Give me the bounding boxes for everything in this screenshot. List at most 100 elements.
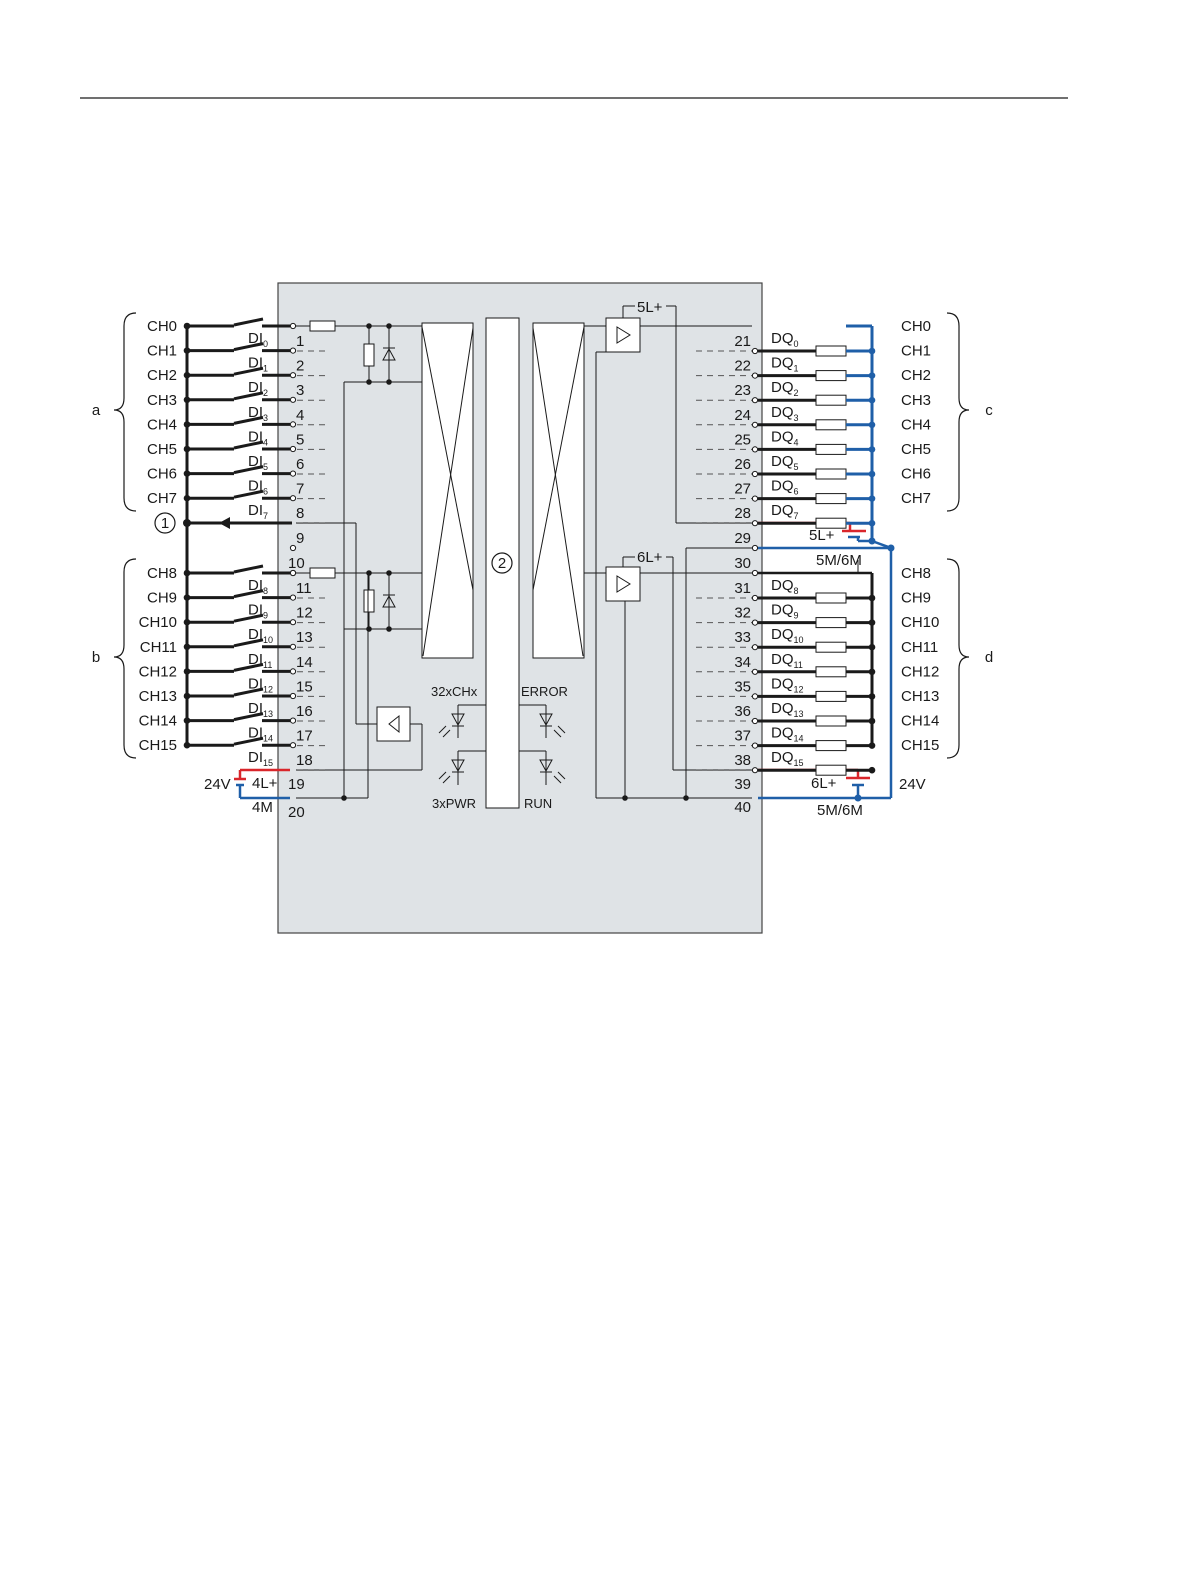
led-ch-label: 32xCHx (431, 684, 478, 699)
input-channel-label: CH7 (147, 490, 177, 507)
input-terminal (289, 717, 297, 724)
input-channel-label: CH3 (147, 392, 177, 409)
output-dq-label: DQ12 (771, 675, 804, 694)
group-label-a: a (92, 402, 101, 419)
output-channel-label: CH5 (901, 441, 931, 458)
output-terminal (751, 644, 759, 651)
output-terminal (751, 372, 759, 379)
input-channel-label: CH5 (147, 441, 177, 458)
input-channel-label: CH0 (147, 318, 177, 335)
l6-top-label: 6L+ (637, 549, 663, 566)
group-label-b: b (92, 649, 100, 666)
input-channel-label: CH14 (139, 713, 177, 730)
input-di-label: DI5 (248, 453, 268, 472)
input-terminal (289, 347, 297, 354)
output-terminal (751, 470, 759, 478)
pin-10: 10 (288, 555, 305, 572)
input-channel-label: CH13 (139, 688, 177, 705)
output-mux-block (532, 322, 585, 659)
input-switch (233, 687, 264, 697)
output-load-resistor (815, 764, 847, 776)
input-channel-label: CH9 (147, 590, 177, 607)
output-terminal (751, 397, 759, 404)
input-di-label: DI6 (248, 478, 268, 497)
output-pin-number: 27 (734, 481, 751, 498)
marker-2 (491, 552, 513, 574)
input-terminal (289, 396, 297, 403)
output-channel-label: CH10 (901, 614, 939, 631)
output-pin-number: 37 (734, 728, 751, 745)
output-channel-label: CH12 (901, 663, 939, 680)
output-load-resistor (815, 592, 847, 604)
output-node (868, 396, 876, 404)
output-channel-label: CH6 (901, 466, 931, 483)
input-switch (233, 415, 264, 425)
output-load-resistor (815, 370, 847, 382)
input-terminal (289, 668, 297, 675)
output-node (868, 693, 876, 700)
output-channel-label: CH14 (901, 713, 939, 730)
input-pin-number: 6 (296, 456, 304, 473)
input-switch (233, 440, 264, 450)
output-dq-label: DQ10 (771, 626, 804, 645)
input-channel-label: CH4 (147, 416, 177, 433)
output-terminal (751, 742, 759, 749)
output-pin-number: 28 (734, 505, 751, 522)
pin-30: 30 (734, 555, 751, 572)
right-24v-label: 24V (899, 776, 926, 793)
output-node (868, 717, 876, 725)
input-di-label: DI2 (248, 379, 268, 398)
output-load-resistor (815, 740, 847, 752)
output-node (868, 470, 876, 478)
input-switch (233, 736, 264, 746)
output-dq-label: DQ0 (771, 330, 799, 349)
input-pin-number: 3 (296, 382, 304, 399)
led-run-icon (539, 759, 566, 784)
output-terminal (751, 520, 759, 527)
output-load-resistor (815, 617, 847, 629)
output-channel-label: CH3 (901, 392, 931, 409)
input-di-label: DI1 (248, 355, 268, 374)
output-pin-number: 32 (734, 605, 751, 622)
output-terminal (751, 495, 759, 502)
input-terminal (289, 372, 297, 379)
pin-39: 39 (734, 776, 751, 793)
output-node (868, 372, 876, 379)
output-pin-number: 31 (734, 580, 751, 597)
input-pin-number: 7 (296, 481, 304, 498)
marker-2-label: 2 (498, 555, 506, 572)
input-terminal (289, 742, 297, 749)
output-node (868, 668, 876, 676)
input-terminal (289, 569, 297, 577)
output-dq-label: DQ5 (771, 453, 799, 472)
output-load-resistor (815, 715, 847, 727)
output-pin-number: 23 (734, 382, 751, 399)
pin-20: 20 (288, 804, 305, 821)
pin-29: 29 (734, 530, 751, 547)
output-dq-label: DQ15 (771, 749, 804, 768)
input-di-label: DI4 (248, 428, 268, 447)
input-di-label: DI11 (248, 651, 272, 670)
output-amplifier-lower (605, 566, 641, 602)
output-dq-label: DQ8 (771, 577, 799, 596)
input-pin-number: 18 (296, 752, 313, 769)
m56-bottom-label: 5M/6M (817, 802, 863, 819)
output-channel-label: CH7 (901, 490, 931, 507)
output-channel-label: CH15 (901, 737, 939, 754)
brace-b (113, 558, 137, 759)
input-pin-number: 4 (296, 407, 304, 424)
output-pin-number: 36 (734, 703, 751, 720)
output-pin-number: 25 (734, 431, 751, 448)
output-pin-number: 24 (734, 407, 751, 424)
input-di-label: DI0 (248, 330, 268, 349)
input-channel-label: CH6 (147, 466, 177, 483)
output-pin-number: 22 (734, 358, 751, 375)
left-4m-label: 4M (252, 799, 273, 816)
output-terminal (751, 446, 759, 453)
l5-top-label: 5L+ (637, 299, 663, 316)
output-terminal (751, 767, 759, 774)
marker-1 (154, 512, 176, 534)
left-24v-label: 24V (204, 776, 231, 793)
input-di-label: DI8 (248, 577, 268, 596)
